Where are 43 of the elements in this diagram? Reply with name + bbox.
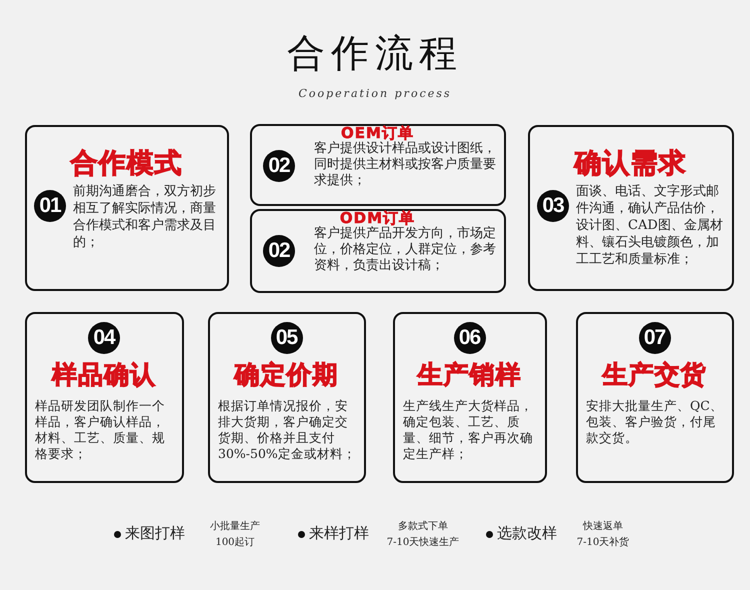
step-heading: 样品确认 bbox=[50, 359, 157, 391]
service-note: 多款式下单 bbox=[397, 520, 449, 533]
process-card bbox=[576, 312, 734, 483]
process-card bbox=[208, 312, 366, 483]
step-description: 生产线生产大货样品，确定包装、工艺、质量、细节，客户再次确定生产样； bbox=[403, 398, 534, 462]
step-heading: 确认需求 bbox=[572, 147, 688, 181]
step-number: 01 bbox=[34, 190, 66, 222]
process-card bbox=[25, 125, 229, 291]
step-heading: 合作模式 bbox=[69, 147, 184, 181]
process-card bbox=[393, 312, 547, 483]
step-heading: 确定价期 bbox=[232, 359, 340, 391]
step-description: 安排大批量生产、QC、包装、客户验货，付尾款交货。 bbox=[586, 398, 724, 446]
step-heading: OEM订单 bbox=[341, 124, 414, 142]
subtitle: Cooperation process bbox=[297, 87, 453, 100]
step-description: 客户提供设计样品或设计图纸，同时提供主材料或按客户质量要求提供； bbox=[314, 141, 497, 189]
process-card bbox=[250, 209, 506, 293]
process-card bbox=[250, 124, 506, 206]
title: 合作流程 bbox=[286, 30, 464, 77]
service-item: 来样打样 bbox=[309, 524, 369, 543]
step-number: 04 bbox=[88, 322, 120, 354]
step-number: 02 bbox=[263, 235, 295, 267]
process-card bbox=[528, 125, 734, 291]
service-item: 选款改样 bbox=[497, 524, 557, 543]
step-number: 07 bbox=[638, 322, 670, 354]
step-heading: 生产交货 bbox=[601, 359, 708, 391]
service-note: 快速返单 bbox=[582, 520, 624, 533]
step-description: 前期沟通磨合，双方初步相互了解实际情况，商量合作模式和客户需求及目的； bbox=[73, 183, 217, 251]
step-heading: ODM订单 bbox=[340, 209, 416, 227]
process-card bbox=[25, 312, 184, 483]
step-description: 样品研发团队制作一个样品，客户确认样品，材料、工艺、质量、规格要求； bbox=[35, 398, 166, 462]
step-number: 02 bbox=[263, 150, 295, 182]
step-heading: 生产销样 bbox=[416, 359, 522, 391]
step-description: 面谈、电话、文字形式邮件沟通，确认产品估价，设计图、CAD图、金属材料、镶石头电镀颜色，加工工艺和质量标准； bbox=[576, 183, 724, 268]
service-note: 7-10天补货 bbox=[576, 536, 630, 549]
step-number: 03 bbox=[537, 190, 569, 222]
step-description: 客户提供产品开发方向，市场定位，价格定位，人群定位，参考资料，负责出设计稿； bbox=[314, 226, 497, 274]
step-number: 05 bbox=[270, 322, 302, 354]
step-description: 根据订单情况报价，安排大货期，客户确定交货期、价格并且支付30%-50%定金或材料； bbox=[218, 398, 357, 462]
service-note: 小批量生产 bbox=[209, 520, 261, 533]
service-note: 100起订 bbox=[214, 536, 256, 549]
service-item: 来图打样 bbox=[125, 524, 185, 543]
step-number: 06 bbox=[454, 322, 486, 354]
service-note: 7-10天快速生产 bbox=[386, 536, 460, 549]
